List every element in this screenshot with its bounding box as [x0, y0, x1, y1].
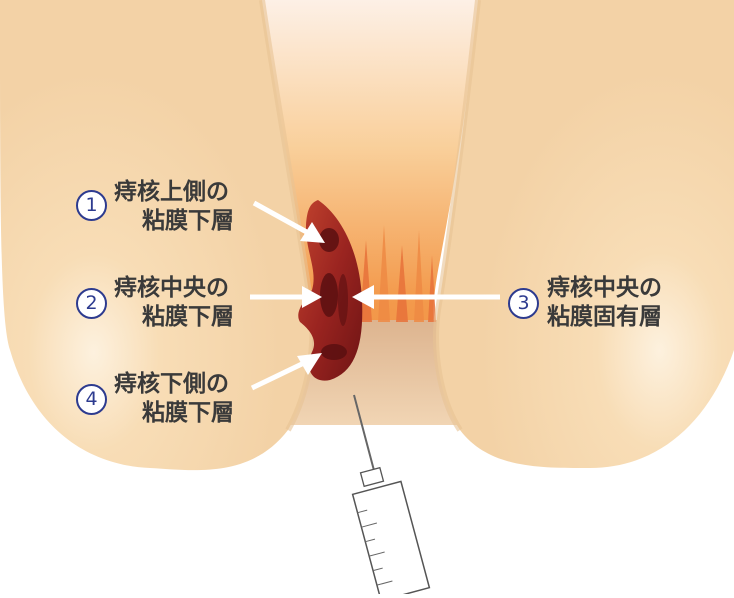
label-2: 痔核中央の 粘膜下層	[114, 274, 234, 332]
label-2-line1: 痔核中央の	[114, 274, 234, 303]
marker-2: 2	[76, 288, 107, 319]
label-4-line1: 痔核下側の	[114, 370, 234, 399]
label-1: 痔核上側の 粘膜下層	[114, 178, 234, 236]
marker-4: 4	[76, 384, 107, 415]
label-4: 痔核下側の 粘膜下層	[114, 370, 234, 428]
label-3: 痔核中央の 粘膜固有層	[547, 274, 662, 332]
label-3-line2: 粘膜固有層	[547, 303, 662, 332]
label-1-line1: 痔核上側の	[114, 178, 234, 207]
marker-1: 1	[76, 190, 107, 221]
label-2-line2: 粘膜下層	[114, 303, 234, 332]
label-3-line1: 痔核中央の	[547, 274, 662, 303]
label-1-line2: 粘膜下層	[114, 207, 234, 236]
right-buttock	[436, 0, 734, 468]
label-4-line2: 粘膜下層	[114, 399, 234, 428]
marker-3: 3	[508, 288, 539, 319]
